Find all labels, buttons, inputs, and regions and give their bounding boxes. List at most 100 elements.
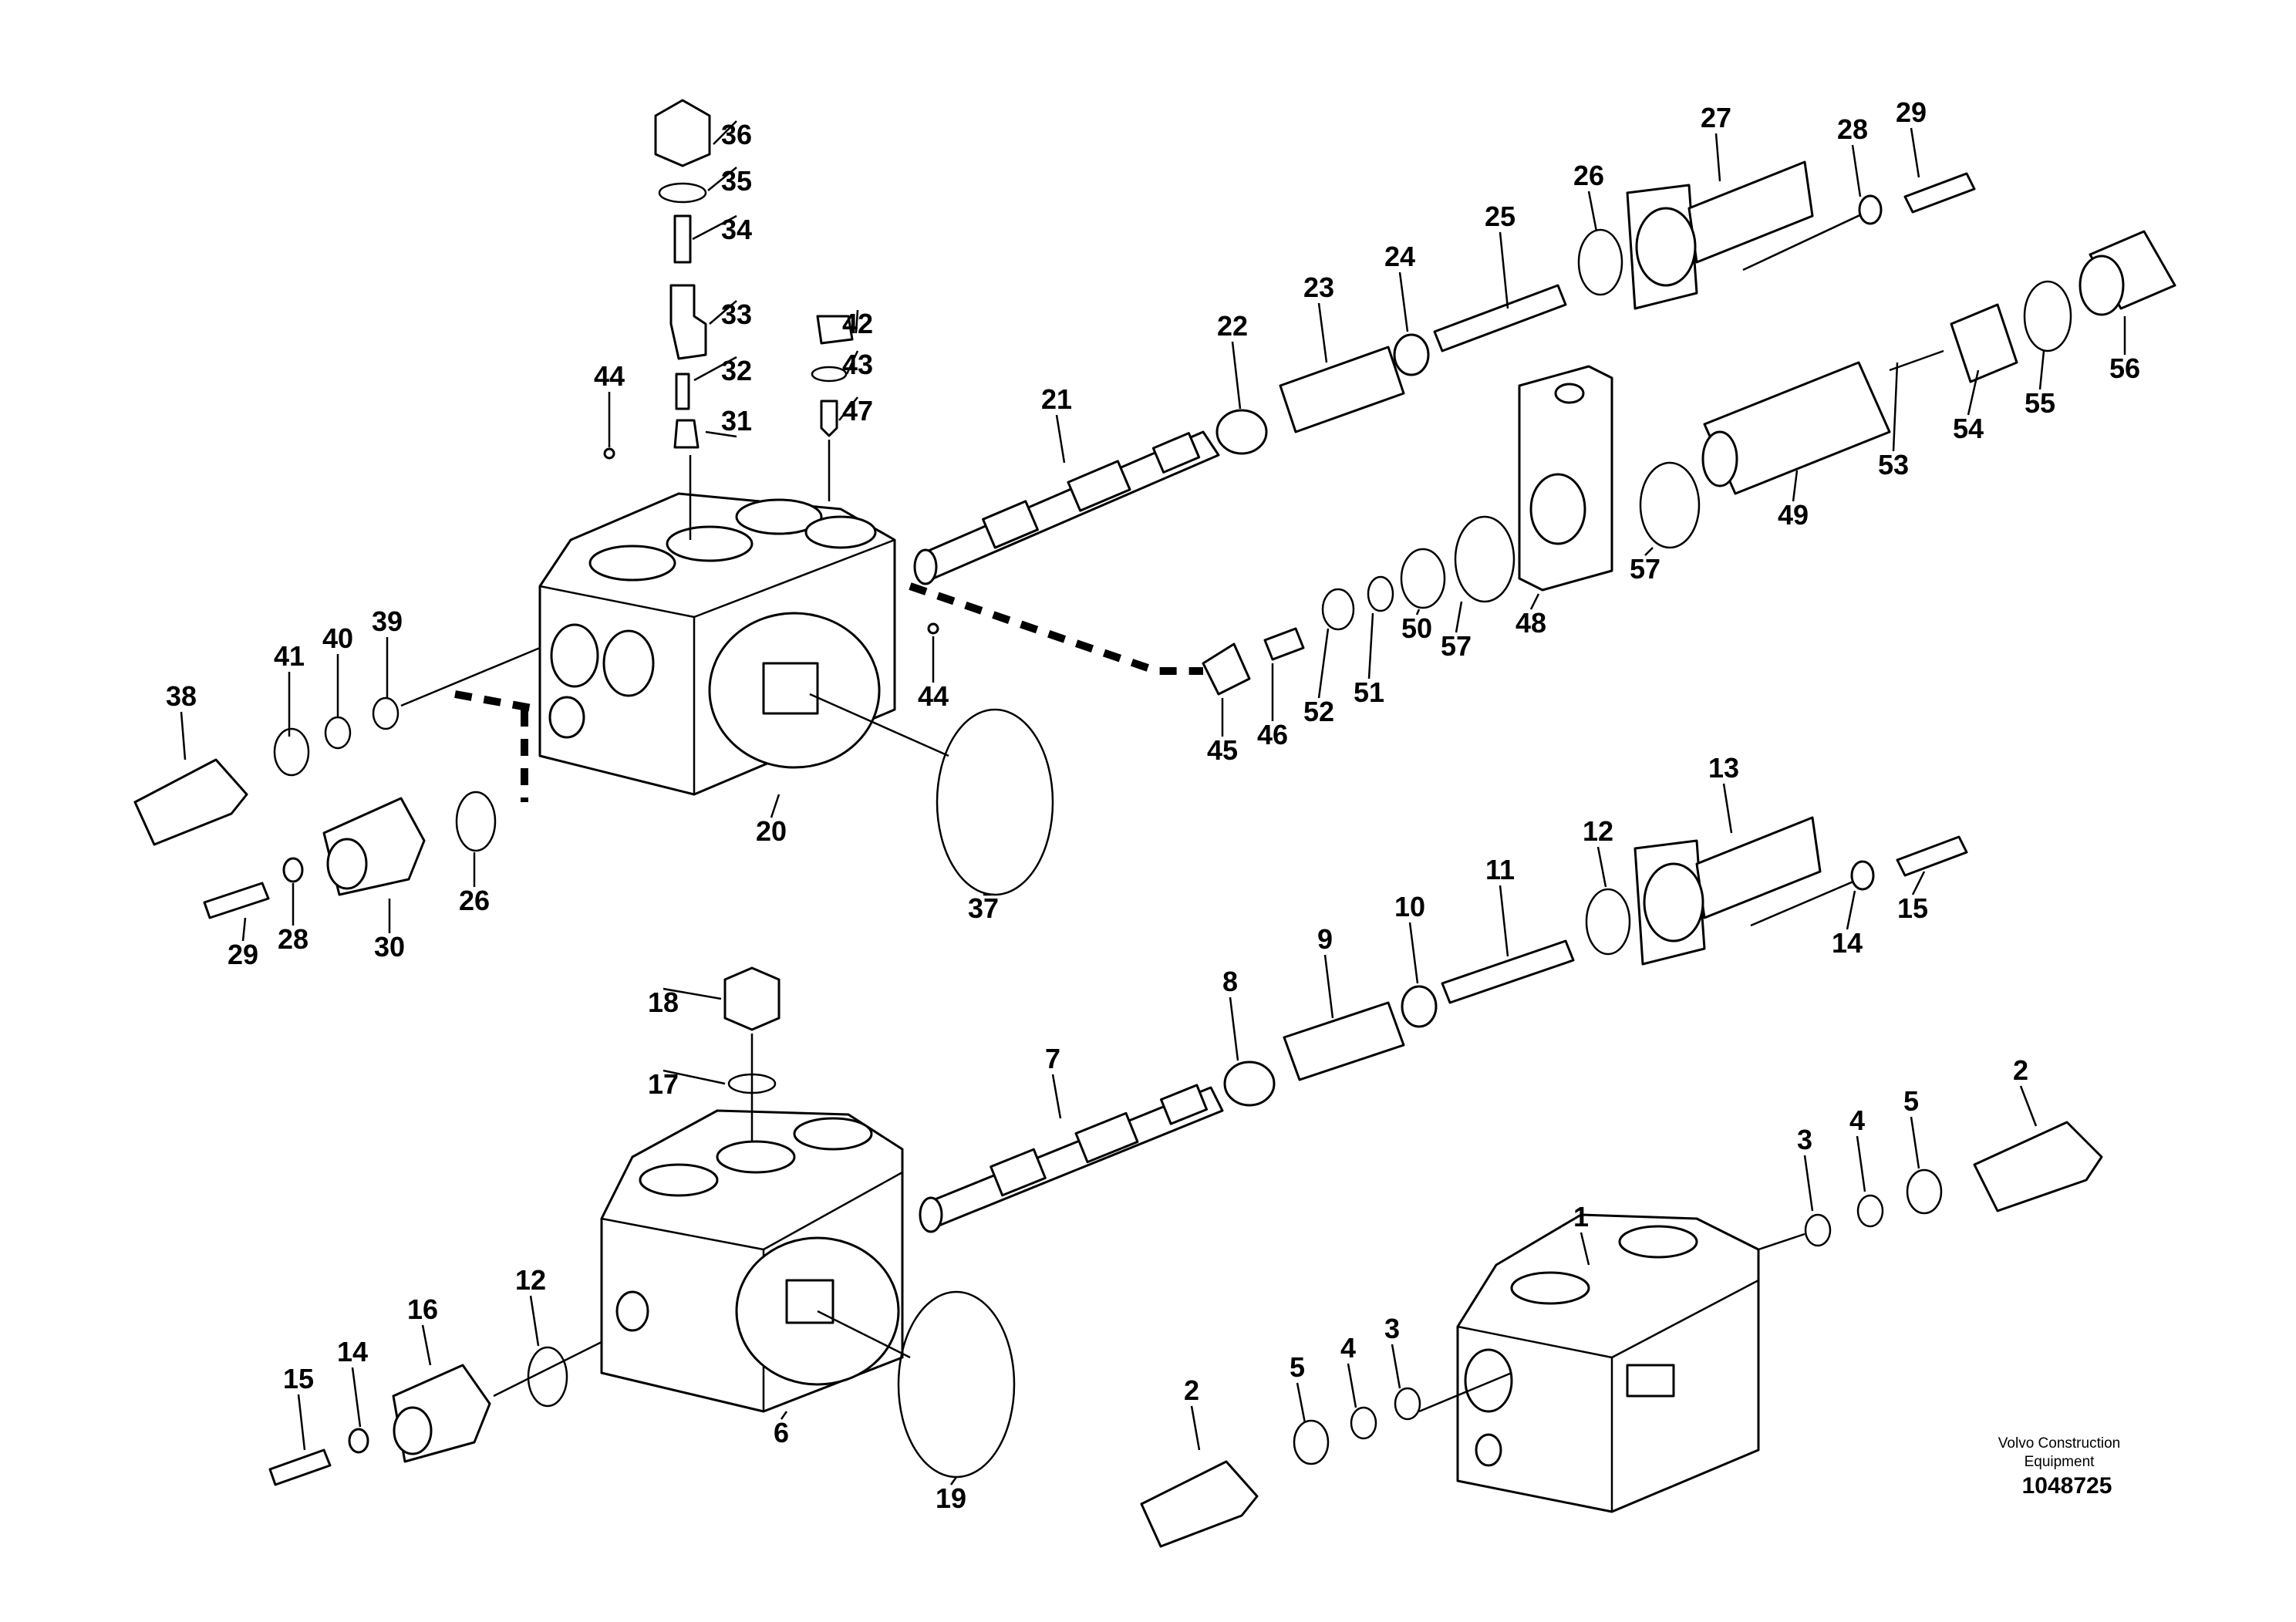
part-51-oring — [1367, 575, 1394, 612]
part-46-spring — [1263, 627, 1305, 661]
callout-leader-27-1 — [1714, 133, 1721, 182]
callout-label-4-1: 4 — [1849, 1104, 1865, 1136]
callout-leader-3-1 — [1803, 1155, 1814, 1212]
callout-label-57-2: 57 — [1441, 630, 1472, 662]
part-44-pin-a — [603, 447, 615, 460]
part-13-cap — [1633, 816, 1822, 966]
callout-leader-55-1 — [2038, 350, 2045, 390]
callout-leader-29-2 — [241, 917, 247, 942]
callout-label-57-1: 57 — [1630, 553, 1660, 585]
callout-leader-57-2 — [1455, 601, 1463, 633]
callout-leader-34-1 — [692, 214, 737, 241]
part-5-oring-upper — [1906, 1168, 1943, 1215]
part-32-spring — [675, 373, 690, 410]
callout-label-27-1: 27 — [1701, 102, 1731, 133]
callout-label-44-1: 44 — [594, 360, 625, 392]
callout-label-8-1: 8 — [1222, 966, 1238, 997]
part-18-plug — [723, 966, 781, 1031]
callout-leader-9-1 — [1323, 954, 1334, 1019]
callout-label-18-1: 18 — [648, 986, 679, 1018]
callout-label-54-1: 54 — [1953, 413, 1984, 444]
part-4-oring-lower — [1350, 1406, 1377, 1440]
part-54-adjuster — [1950, 303, 2018, 383]
callout-leader-3-2 — [1391, 1344, 1401, 1389]
callout-leader-22-1 — [1231, 341, 1242, 410]
part-55-oring — [2023, 280, 2072, 352]
spool-21 — [913, 430, 1220, 585]
callout-leader-13-1 — [1722, 783, 1733, 834]
part-15-bolt-left — [268, 1448, 332, 1486]
callout-label-53-1: 53 — [1878, 449, 1909, 481]
part-30-cap — [322, 797, 426, 896]
callout-leader-24-1 — [1398, 271, 1409, 332]
upper-flow-path-left — [454, 690, 541, 802]
callout-label-21-1: 21 — [1041, 383, 1072, 415]
callout-leader-50-1 — [1415, 609, 1421, 615]
callout-leader-31-1 — [705, 430, 737, 438]
part-10-retainer — [1401, 985, 1438, 1028]
callout-leader-49-1 — [1792, 470, 1799, 502]
part-25-stem — [1433, 284, 1567, 352]
callout-label-42-1: 42 — [842, 308, 873, 339]
callout-label-6-1: 6 — [774, 1417, 789, 1448]
part-49-relief-valve — [1701, 361, 1891, 495]
part-2-valve-lower — [1140, 1460, 1259, 1548]
callout-label-51-1: 51 — [1354, 676, 1384, 708]
part-14-washer-right — [1850, 860, 1875, 891]
part-28-washer-left — [282, 857, 304, 883]
part-57-oring-a — [1639, 461, 1701, 549]
callout-label-14-1: 14 — [1832, 927, 1863, 959]
part-28-washer — [1858, 194, 1883, 225]
part-9-spring — [1283, 1001, 1405, 1081]
part-26-oring — [1577, 228, 1623, 296]
callout-leader-53-1 — [1892, 362, 1899, 452]
callout-label-44-2: 44 — [918, 680, 949, 712]
part-19-seal-ring — [897, 1290, 1016, 1479]
part-3-oring-upper — [1804, 1213, 1832, 1247]
upper-flow-path-right — [909, 582, 1203, 675]
callout-label-31-1: 31 — [721, 405, 752, 437]
part-39-oring — [372, 696, 400, 730]
callout-leader-23-1 — [1317, 302, 1328, 363]
callout-leader-35-1 — [707, 167, 737, 191]
callout-leader-7-1 — [1051, 1074, 1062, 1119]
callout-label-3-2: 3 — [1384, 1313, 1400, 1344]
callout-leader-20-1 — [770, 794, 781, 818]
callout-leader-48-1 — [1529, 593, 1540, 610]
callout-label-20-1: 20 — [756, 815, 787, 847]
callout-label-29-2: 29 — [228, 939, 258, 970]
callout-label-52-1: 52 — [1303, 696, 1334, 727]
lower-valve-body — [600, 1109, 904, 1413]
part-1-valve-body — [1456, 1213, 1760, 1513]
callout-leader-28-1 — [1851, 144, 1862, 197]
callout-leader-54-1 — [1967, 369, 1980, 416]
part-52-oring — [1321, 588, 1355, 631]
callout-label-40-1: 40 — [322, 622, 353, 654]
part-40-oring — [324, 716, 352, 750]
part-12-oring-upper — [1585, 888, 1631, 956]
callout-leader-52-1 — [1317, 628, 1330, 699]
callout-label-13-1: 13 — [1708, 752, 1739, 784]
callout-leader-43-1 — [845, 350, 859, 375]
callout-leader-14-2 — [351, 1367, 362, 1428]
callout-leader-25-1 — [1499, 231, 1509, 309]
callout-label-47-1: 47 — [842, 395, 873, 427]
callout-label-12-1: 12 — [1583, 815, 1613, 847]
callout-label-22-1: 22 — [1217, 310, 1248, 342]
callout-leader-19-1 — [949, 1476, 958, 1485]
callout-leader-4-2 — [1347, 1363, 1357, 1408]
callout-label-50-1: 50 — [1401, 612, 1432, 644]
callout-label-37-1: 37 — [968, 892, 999, 924]
callout-leader-4-1 — [1856, 1135, 1866, 1192]
callout-label-48-1: 48 — [1515, 607, 1546, 639]
spool-7 — [919, 1084, 1224, 1233]
callout-label-10-1: 10 — [1394, 891, 1425, 922]
callout-label-7-1: 7 — [1045, 1043, 1060, 1074]
callout-label-12-2: 12 — [515, 1264, 546, 1296]
part-4-oring-upper — [1856, 1194, 1884, 1228]
callout-label-3-1: 3 — [1797, 1124, 1812, 1155]
part-26-oring-lower — [455, 791, 497, 852]
callout-label-32-1: 32 — [721, 355, 752, 386]
callout-leader-21-1 — [1055, 414, 1066, 464]
